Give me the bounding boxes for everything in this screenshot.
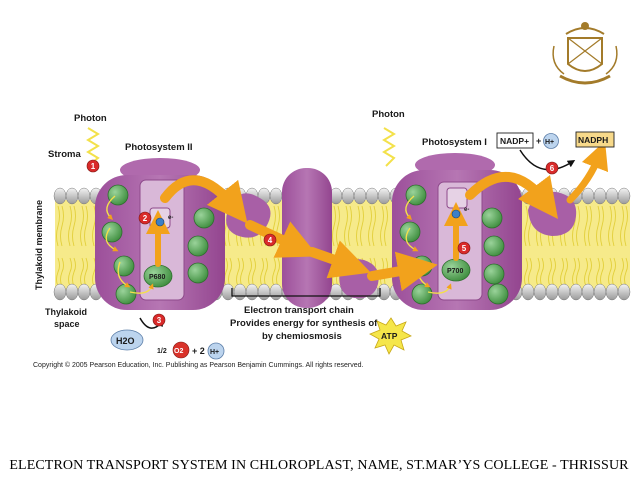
lipid-head: [53, 283, 67, 301]
lipid-head: [533, 283, 547, 301]
lipid-head: [257, 283, 271, 301]
lipid-head: [557, 283, 571, 301]
lipid-head: [569, 283, 583, 301]
h2o-label: H2O: [116, 336, 135, 346]
step-badge: [138, 211, 152, 225]
h-plus-label-2: H+: [545, 139, 554, 146]
photosystem-i-label: Photosystem I: [422, 137, 487, 148]
lipid-head: [365, 187, 379, 205]
o2-label: O2: [174, 348, 183, 355]
nadph-box: [575, 131, 615, 148]
step-number: 4: [268, 236, 273, 245]
p680-label: P680: [149, 274, 165, 281]
plus-2-label: + 2: [192, 346, 205, 356]
photosystem-ii-label: Photosystem II: [125, 142, 193, 153]
step-number: 5: [462, 244, 467, 253]
plus-label: +: [536, 136, 541, 146]
lipid-head: [617, 283, 631, 301]
step-badge: [545, 161, 559, 175]
step-badge: [86, 159, 100, 173]
electron-label-left: e-: [168, 215, 173, 221]
chlorophyll-sphere: [101, 221, 123, 243]
stroma-label: Stroma: [48, 149, 81, 160]
step-badge: [263, 233, 277, 247]
electron-marker-right: [451, 209, 461, 219]
thylakoid-space-label-2: space: [54, 319, 80, 329]
h-plus-bubble-2: [543, 133, 559, 149]
lipid-head: [77, 283, 91, 301]
photon-zigzag-left: [86, 127, 100, 165]
h2o-bubble: [110, 329, 144, 351]
chlorophyll-sphere: [483, 263, 505, 285]
lipid-head: [605, 283, 619, 301]
lipid-head: [77, 187, 91, 205]
chlorophyll-sphere: [107, 184, 129, 206]
o2-fraction-label: 1/2: [157, 348, 167, 355]
photon-label-left: Photon: [74, 113, 107, 124]
thylakoid-membrane-label: Thylakoid membrane: [34, 200, 44, 290]
college-crest-logo: [552, 22, 618, 85]
lipid-head: [593, 283, 607, 301]
nadp-box: [496, 132, 534, 149]
atp-starburst: [369, 317, 412, 355]
o2-bubble: [172, 341, 190, 359]
nadp-reaction-arrow: [519, 149, 576, 171]
chlorophyll-sphere: [411, 283, 433, 305]
chlorophyll-sphere: [187, 262, 209, 284]
etc-label-line1: Electron transport chain: [244, 305, 354, 316]
lipid-head: [545, 283, 559, 301]
step-number: 3: [157, 316, 162, 325]
chlorophyll-sphere: [483, 235, 505, 257]
photon-label-right: Photon: [372, 109, 405, 120]
chlorophyll-sphere: [113, 255, 135, 277]
lipid-head: [53, 187, 67, 205]
chlorophyll-sphere: [481, 207, 503, 229]
nadph-label: NADPH: [578, 135, 608, 145]
step-badges: 1 2 3 4 5 6: [86, 159, 559, 327]
etc-label-line3: by chemiosmosis: [262, 331, 342, 342]
lipid-head: [341, 187, 355, 205]
thylakoid-space-label-1: Thylakoid: [45, 307, 87, 317]
lipid-head: [353, 187, 367, 205]
copyright-notice: Copyright © 2005 Pearson Education, Inc.…: [33, 362, 364, 369]
atp-label: ATP: [381, 331, 398, 341]
electron-marker-left: [155, 217, 165, 227]
h-plus-bubble: [207, 342, 225, 360]
chlorophyll-sphere: [405, 184, 427, 206]
chlorophyll-sphere: [487, 283, 509, 305]
lipid-head: [521, 283, 535, 301]
chlorophyll-sphere: [187, 235, 209, 257]
lipid-head: [233, 283, 247, 301]
etc-bracket: [231, 288, 381, 297]
step-badge: [457, 241, 471, 255]
lipid-head: [245, 283, 259, 301]
step-badge: [152, 313, 166, 327]
step-number: 1: [91, 162, 96, 171]
lipid-head: [581, 283, 595, 301]
step-number: 2: [143, 214, 148, 223]
lipid-head: [65, 187, 79, 205]
lipid-head: [593, 187, 607, 205]
lipid-head: [269, 283, 283, 301]
electron-label-right: e-: [464, 207, 469, 213]
chlorophyll-sphere: [399, 221, 421, 243]
chlorophyll-sphere: [193, 207, 215, 229]
chlorophyll-sphere: [115, 283, 137, 305]
lipid-head: [617, 187, 631, 205]
lipid-head: [65, 283, 79, 301]
slide-caption: ELECTRON TRANSPORT SYSTEM IN CHLOROPLAST…: [9, 458, 629, 473]
lipid-head: [377, 187, 391, 205]
p700-label: P700: [447, 268, 463, 275]
lipid-head: [605, 187, 619, 205]
h-plus-label: H+: [210, 349, 219, 356]
lipid-head: [269, 187, 283, 205]
nadp-label: NADP+: [500, 136, 529, 146]
photon-zigzag-right: [382, 127, 396, 167]
lipid-head: [581, 187, 595, 205]
etc-label-line2: Provides energy for synthesis of: [230, 318, 378, 329]
step-number: 6: [550, 164, 555, 173]
